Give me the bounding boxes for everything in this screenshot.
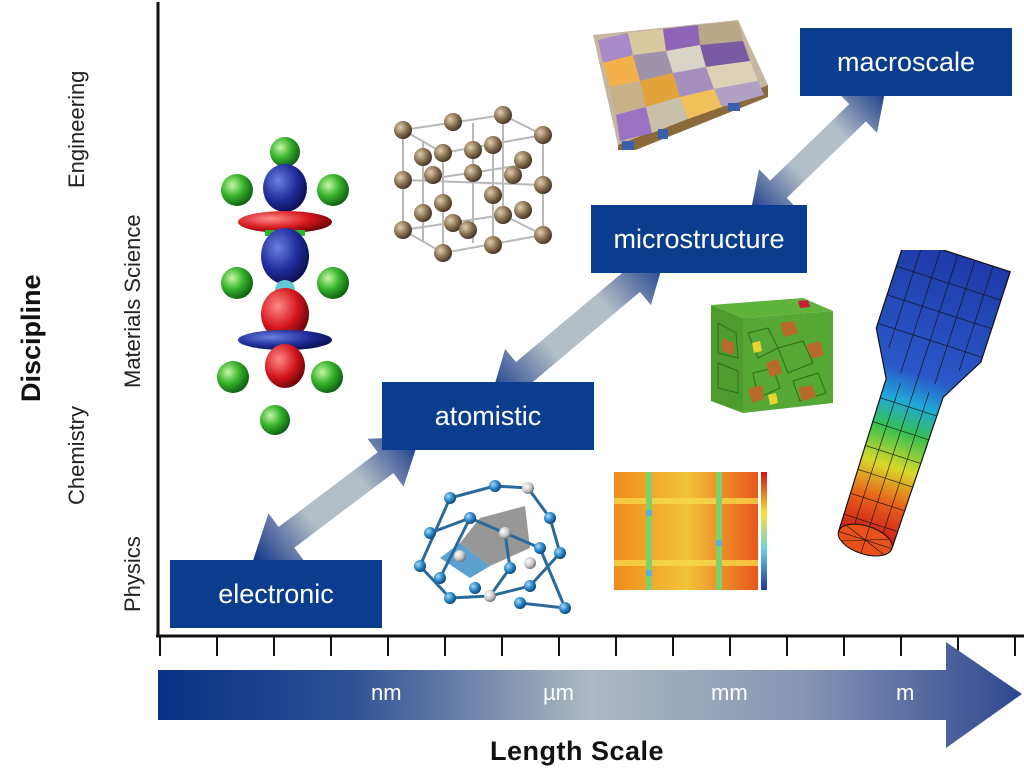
discipline-physics: Physics <box>120 536 145 612</box>
atomic-cluster-illustration <box>414 480 571 614</box>
scale-mark-nm: nm <box>371 680 402 705</box>
electron-density-orbital-illustration <box>217 137 349 435</box>
level-box-atomistic: atomistic <box>382 382 594 450</box>
level-box-microstructure: microstructure <box>591 205 807 273</box>
length-scale-arrow <box>158 642 1022 748</box>
scale-mark-m: m <box>896 680 915 705</box>
scale-mark-mm: mm <box>711 680 748 705</box>
level-box-electronic: electronic <box>170 560 382 628</box>
y-axis-title: Discipline <box>16 274 46 402</box>
phase-field-heatmap-illustration <box>614 472 767 590</box>
level-box-macroscale: macroscale <box>800 28 1012 96</box>
crystal-lattice-illustration <box>394 106 552 262</box>
grain-structure-cube-illustration <box>711 298 833 413</box>
fem-tensile-specimen-illustration <box>837 250 1011 557</box>
x-axis-ticks <box>159 636 1016 656</box>
arrow-atomistic-microstructure <box>489 253 667 401</box>
arrow-microstructure-macroscale <box>749 85 887 217</box>
polycrystalline-grain-illustration <box>593 20 768 150</box>
x-axis-title: Length Scale <box>490 736 665 766</box>
discipline-materials-science: Materials Science <box>120 214 145 388</box>
discipline-chemistry: Chemistry <box>64 405 89 505</box>
discipline-engineering: Engineering <box>64 70 89 188</box>
scale-mark-um: µm <box>543 680 575 705</box>
arrow-electronic-atomistic <box>252 436 420 564</box>
